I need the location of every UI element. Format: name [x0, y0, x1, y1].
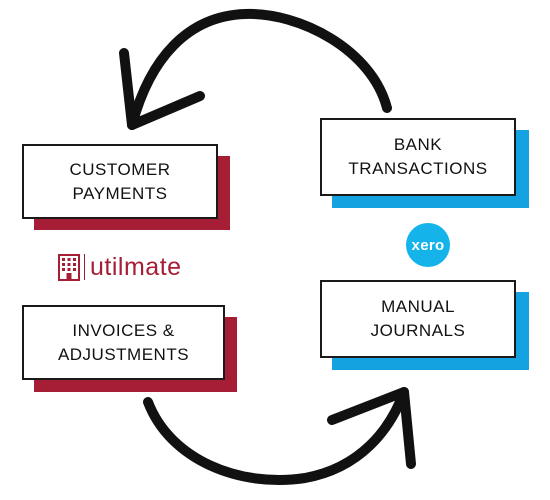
customer-payments-line1: CUSTOMER — [69, 159, 171, 179]
xero-wordmark: xero — [411, 236, 445, 254]
bank-transactions-line1: BANK — [393, 135, 443, 154]
manual-journals-card: MANUAL JOURNALS — [320, 280, 529, 370]
manual-journals-line2: JOURNALS — [370, 321, 466, 340]
invoices-adjustments-box: INVOICES & ADJUSTMENTS — [22, 305, 225, 380]
bank-transactions-card: BANK TRANSACTIONS — [320, 118, 529, 208]
utilmate-wordmark: utilmate — [90, 253, 182, 281]
bottom-cycle-arrow — [143, 387, 416, 485]
xero-logo: xero — [406, 223, 450, 267]
building-icon — [58, 254, 80, 281]
utilmate-wordmark-util: util — [90, 253, 124, 281]
top-cycle-arrow — [119, 8, 392, 130]
invoices-adjustments-card: INVOICES & ADJUSTMENTS — [22, 305, 237, 392]
utilmate-wordmark-mate: mate — [123, 253, 182, 281]
invoices-line1: INVOICES & — [72, 320, 175, 340]
customer-payments-box: CUSTOMER PAYMENTS — [22, 144, 218, 219]
manual-journals-box: MANUAL JOURNALS — [320, 280, 516, 358]
customer-payments-card: CUSTOMER PAYMENTS — [22, 144, 230, 230]
manual-journals-line1: MANUAL — [381, 297, 455, 316]
bank-transactions-box: BANK TRANSACTIONS — [320, 118, 516, 196]
logo-separator — [84, 254, 85, 280]
customer-payments-line2: PAYMENTS — [72, 183, 168, 203]
bank-transactions-line2: TRANSACTIONS — [348, 159, 488, 178]
utilmate-logo: utilmate — [58, 252, 182, 282]
invoices-line2: ADJUSTMENTS — [57, 344, 190, 364]
